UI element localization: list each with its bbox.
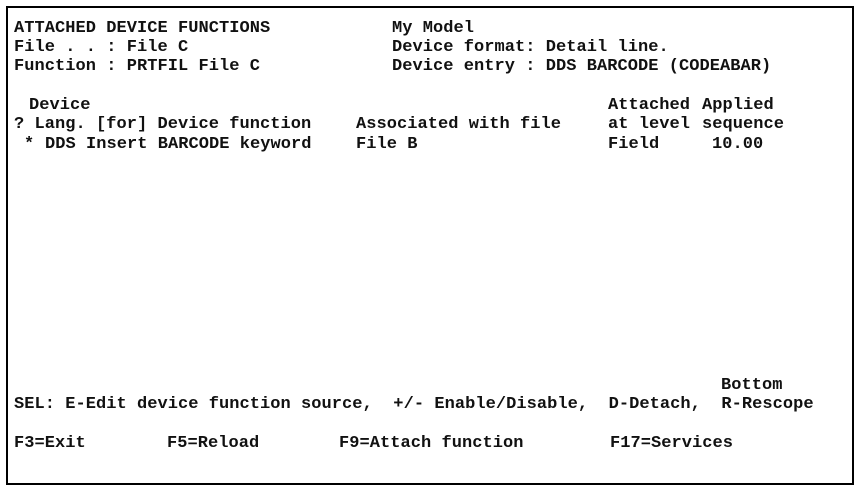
selection-options-row: SEL: E-Edit device function source, +/- … [0, 395, 858, 415]
fkey-f3-exit[interactable]: F3=Exit [14, 433, 86, 453]
function-keys-row: F3=Exit F5=Reload F9=Attach function F17… [0, 434, 858, 454]
file-line: File . . : File C [14, 37, 189, 57]
device-entry-line: Device entry : DDS BARCODE (CODEABAR) [392, 57, 772, 77]
page-title: ATTACHED DEVICE FUNCTIONS [14, 18, 271, 38]
header-row-1: ATTACHED DEVICE FUNCTIONS My Model [0, 19, 858, 39]
col-header-attached: Attached [608, 95, 691, 115]
column-header-row-2: ? Lang. [for] Device function Associated… [0, 115, 858, 135]
bottom-indicator: Bottom [721, 375, 783, 395]
fkey-f9-attach[interactable]: F9=Attach function [339, 433, 524, 453]
position-indicator-row: Bottom [0, 376, 858, 396]
col-header-lang-function: ? Lang. [for] Device function [14, 115, 312, 135]
col-header-sequence: sequence [702, 115, 785, 135]
model-name: My Model [392, 18, 475, 38]
row-function-name: DDS Insert BARCODE keyword [45, 134, 312, 154]
table-row: * DDS Insert BARCODE keyword File B Fiel… [0, 135, 858, 155]
header-row-2: File . . : File C Device format: Detail … [0, 38, 858, 58]
selection-options-line: SEL: E-Edit device function source, +/- … [14, 394, 814, 414]
row-selection-field[interactable]: * [24, 134, 35, 154]
fkey-f5-reload[interactable]: F5=Reload [167, 433, 260, 453]
column-header-row-1: Device Attached Applied [0, 96, 858, 116]
header-row-3: Function : PRTFIL File C Device entry : … [0, 57, 858, 77]
col-header-device: Device [29, 95, 91, 115]
device-format-line: Device format: Detail line. [392, 37, 669, 57]
row-attached-level: Field [608, 134, 660, 154]
col-header-applied: Applied [702, 95, 774, 115]
fkey-f17-services[interactable]: F17=Services [610, 433, 734, 453]
col-header-at-level: at level [608, 115, 691, 135]
screen-border [6, 6, 854, 485]
row-associated-file: File B [356, 134, 418, 154]
row-applied-sequence: 10.00 [712, 134, 764, 154]
function-line: Function : PRTFIL File C [14, 57, 261, 77]
col-header-associated-file: Associated with file [356, 115, 562, 135]
